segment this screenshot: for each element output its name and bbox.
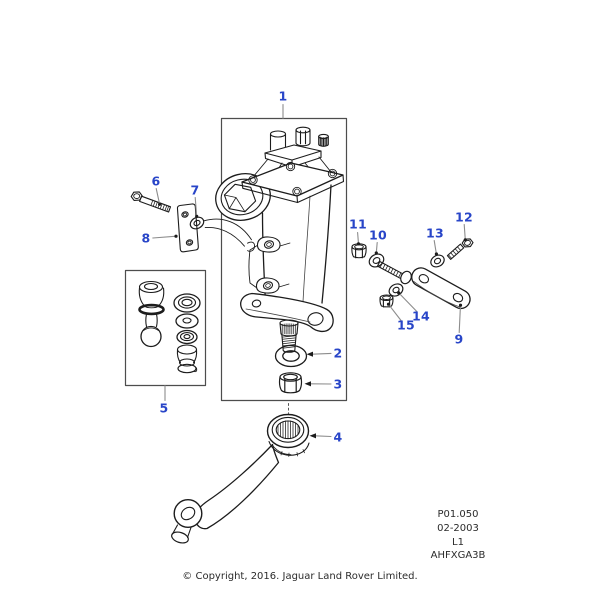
part-callout-6[interactable]: 6 [151,173,161,189]
copyright-text: © Copyright, 2016. Jaguar Land Rover Lim… [182,571,418,582]
steering-box-illustration [215,126,345,353]
part-callout-11[interactable]: 11 [349,216,367,232]
mounting-plate-illustration-8 [176,203,199,253]
reference-line-level: L1 [452,536,464,548]
washer-illustration-10 [368,253,385,268]
part-callout-4[interactable]: 4 [333,429,343,445]
leader-lines [152,103,467,439]
part-callout-15[interactable]: 15 [397,317,415,333]
part-callout-13[interactable]: 13 [426,225,444,241]
part-callout-8[interactable]: 8 [141,230,151,246]
part-callout-14[interactable]: 14 [412,308,430,324]
main-assembly-frame [220,117,348,402]
part-callout-9[interactable]: 9 [454,331,464,347]
nut-illustration-3 [278,372,303,394]
washer-illustration-2 [274,344,308,368]
reference-block: P01.050 02-2003 L1 AHFXGA3B [403,508,513,563]
part-callout-10[interactable]: 10 [369,227,387,243]
ball-joint-illustration [138,280,165,348]
bolt-illustration-12 [446,238,474,260]
kit-box-frame [124,269,207,387]
part-callout-5[interactable]: 5 [159,400,169,416]
washer-illustration-14 [388,283,404,297]
seal-kit-illustration [173,293,201,374]
part-callout-7[interactable]: 7 [190,182,200,198]
drop-arm-illustration [171,413,310,544]
reference-line-catalog-page: P01.050 [437,509,479,520]
nut-illustration-11 [351,243,367,259]
reference-line-code: AHFXGA3B [430,550,486,562]
drop-link-illustration-9 [376,260,471,310]
reference-line-date: 02-2003 [437,522,479,534]
nut-illustration-15 [379,294,394,308]
part-callout-3[interactable]: 3 [333,376,343,392]
location-pointer-curves [203,218,255,252]
part-callout-12[interactable]: 12 [455,209,473,225]
part-callout-2[interactable]: 2 [333,345,343,361]
washer-illustration-13 [430,254,445,268]
bolt-illustration-6 [130,191,172,213]
part-callout-1[interactable]: 1 [278,88,288,104]
washer-illustration-7 [189,216,205,230]
